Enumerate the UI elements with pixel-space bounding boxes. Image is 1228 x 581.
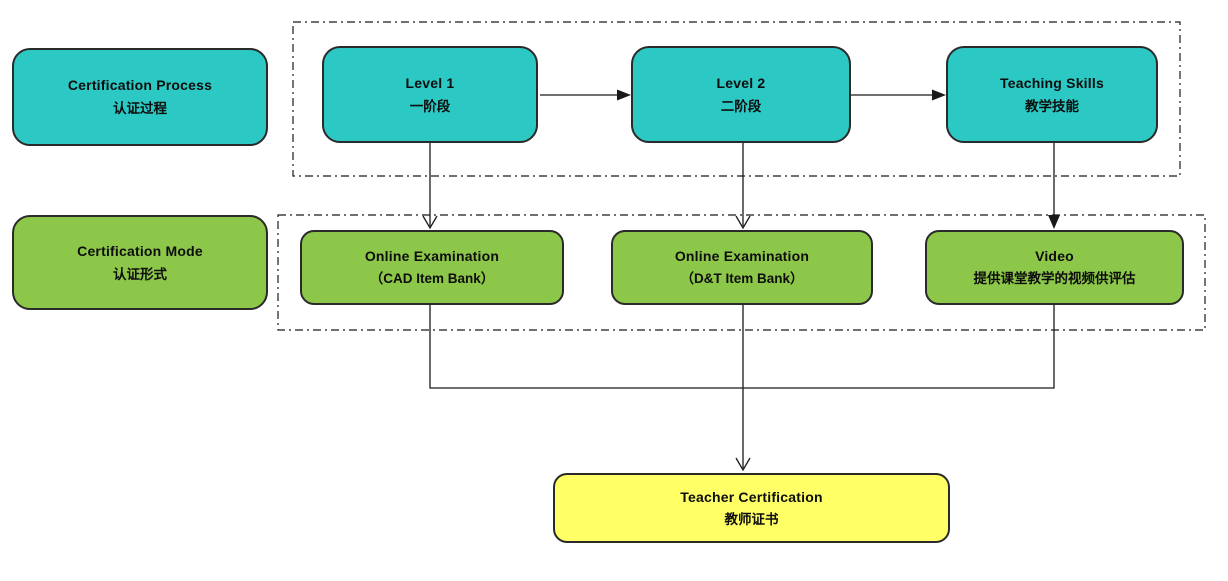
node-certification-process: Certification Process 认证过程: [12, 48, 268, 146]
mode-group-frame: [277, 214, 1206, 331]
node-teaching-skills: Teaching Skills 教学技能: [946, 46, 1158, 143]
certification-process-label-en: Certification Process: [67, 77, 213, 94]
certification-process-label-zh: 认证过程: [113, 101, 167, 117]
node-online-exam-dt: Online Examination （D&T Item Bank）: [611, 230, 873, 305]
level2-label-en: Level 2: [716, 74, 766, 91]
node-teacher-certification: Teacher Certification 教师证书: [553, 473, 950, 543]
arrowhead-teaching-to-video: [1048, 215, 1060, 229]
online-exam-cad-label-zh: （CAD Item Bank）: [369, 271, 495, 287]
level2-label-zh: 二阶段: [720, 98, 762, 114]
node-certification-mode: Certification Mode 认证形式: [12, 215, 268, 310]
online-exam-dt-label-zh: （D&T Item Bank）: [680, 271, 804, 287]
node-video: Video 提供课堂教学的视频供评估: [925, 230, 1184, 305]
teacher-certification-label-zh: 教师证书: [724, 511, 779, 527]
level1-label-zh: 一阶段: [409, 98, 451, 114]
arrowhead-to-teacher-cert: [735, 457, 751, 472]
online-exam-cad-label-en: Online Examination: [364, 248, 500, 265]
node-level1: Level 1 一阶段: [322, 46, 538, 143]
certification-mode-label-en: Certification Mode: [77, 242, 203, 259]
video-label-en: Video: [1035, 248, 1074, 265]
arrowhead-level2-to-exam-dt: [735, 215, 751, 230]
merge-rail: [429, 305, 1055, 389]
level1-label-en: Level 1: [405, 74, 455, 91]
teacher-certification-label-en: Teacher Certification: [680, 488, 823, 505]
teaching-skills-label-zh: 教学技能: [1025, 98, 1079, 114]
certification-mode-label-zh: 认证形式: [113, 266, 167, 282]
node-online-exam-cad: Online Examination （CAD Item Bank）: [300, 230, 564, 305]
teaching-skills-label-en: Teaching Skills: [1000, 74, 1104, 91]
online-exam-dt-label-en: Online Examination: [674, 248, 810, 265]
node-level2: Level 2 二阶段: [631, 46, 851, 143]
arrowhead-level2-to-teaching: [932, 89, 946, 101]
video-label-zh: 提供课堂教学的视频供评估: [973, 271, 1136, 287]
arrowhead-level1-to-exam-cad: [422, 215, 438, 230]
process-group-frame: [292, 21, 1181, 177]
arrowhead-level1-to-level2: [617, 89, 631, 101]
